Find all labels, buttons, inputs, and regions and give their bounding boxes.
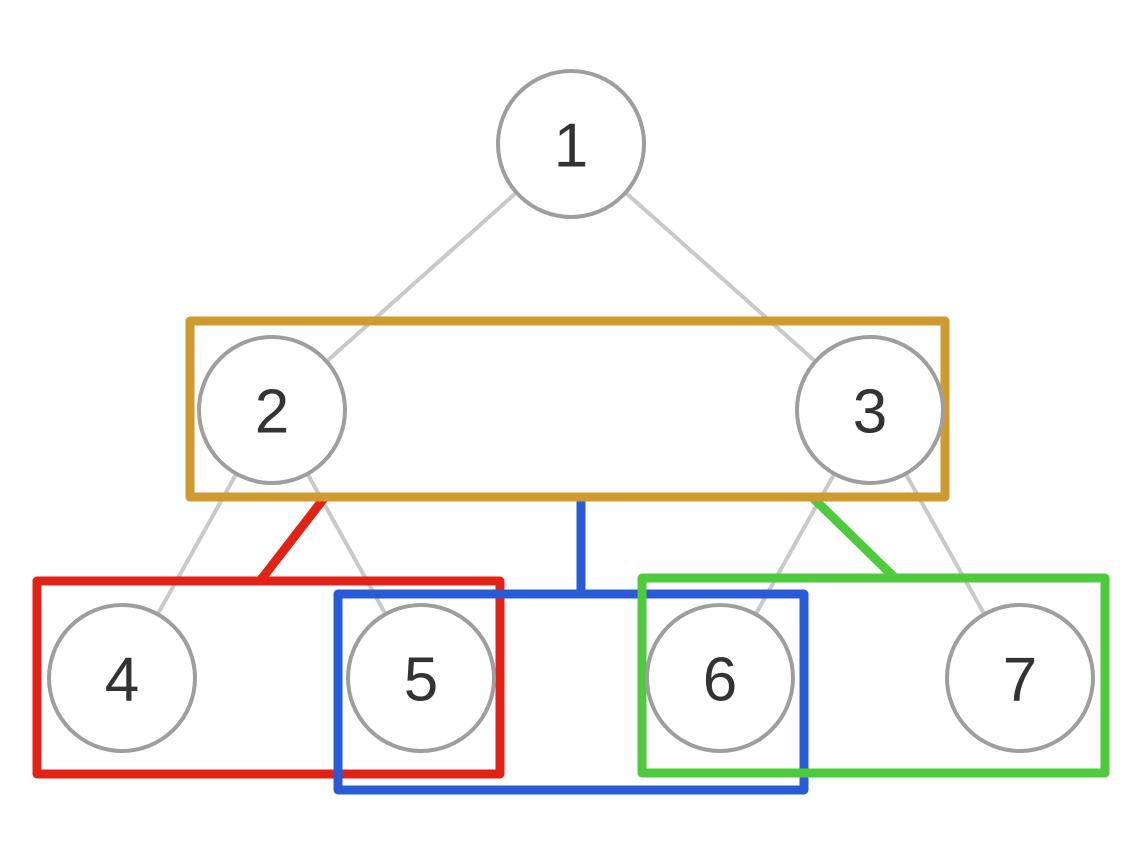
group-red-connector [256,494,329,584]
group-blue-box[interactable] [333,589,809,795]
node-label-7: 7 [1003,646,1037,715]
node-circle-6[interactable] [645,603,795,753]
node-label-4: 4 [105,646,139,715]
node-label-5: 5 [404,646,438,715]
node-label-1: 1 [554,112,588,181]
group-green-connector [808,493,899,582]
group-orange-box[interactable] [185,316,950,502]
tree-node-3[interactable]: 3 [795,335,945,485]
node-circle-7[interactable] [945,603,1095,753]
tree-node-6[interactable]: 6 [645,603,795,753]
group-green-box[interactable] [637,573,1110,778]
node-circle-1[interactable] [496,69,646,219]
group-red-box[interactable] [32,576,505,779]
tree-node-1[interactable]: 1 [496,69,646,219]
node-circle-3[interactable] [795,335,945,485]
node-label-3: 3 [853,378,887,447]
tree-node-2[interactable]: 2 [197,335,347,485]
node-circle-2[interactable] [197,335,347,485]
tree-nodes-layer: 1 2 3 4 5 6 7 [47,69,1095,753]
tree-edge-1-3 [624,191,817,363]
node-circle-4[interactable] [47,603,197,753]
group-boxes-layer [32,316,1110,795]
node-circle-5[interactable] [346,603,496,753]
tree-node-5[interactable]: 5 [346,603,496,753]
tree-node-7[interactable]: 7 [945,603,1095,753]
tree-edge-1-2 [325,191,518,363]
node-label-6: 6 [703,646,737,715]
tree-node-4[interactable]: 4 [47,603,197,753]
group-connectors-layer [256,493,899,594]
node-label-2: 2 [255,378,289,447]
